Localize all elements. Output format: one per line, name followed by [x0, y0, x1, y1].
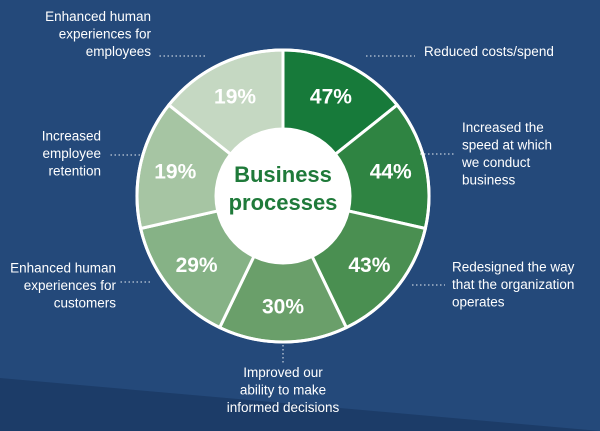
callout-label: informed decisions	[227, 400, 340, 415]
center-label: Business	[234, 162, 332, 187]
slice-value-label: 30%	[262, 296, 304, 319]
callout-label: customers	[54, 296, 117, 311]
callout-label: speed at which	[462, 137, 552, 152]
callout-label: experiences for	[24, 278, 117, 293]
slice-value-label: 43%	[348, 254, 390, 277]
callout-label: employees	[86, 44, 152, 59]
callout-label: Increased	[42, 129, 101, 144]
slice-value-label: 29%	[176, 254, 218, 277]
slice-value-label: 44%	[370, 160, 412, 183]
callout-label: operates	[452, 295, 505, 310]
slice-value-label: 47%	[310, 85, 352, 108]
callout-label: Redesigned the way	[452, 260, 575, 275]
callout-label: Improved our	[243, 365, 323, 380]
center-label: processes	[229, 190, 338, 215]
callout-label: retention	[48, 164, 101, 179]
callout-label: experiences for	[59, 27, 152, 42]
callout-label: business	[462, 172, 516, 187]
callout-label: that the organization	[452, 277, 574, 292]
callout-label: Reduced costs/spend	[424, 44, 554, 59]
slice-value-label: 19%	[214, 85, 256, 108]
slice-value-label: 19%	[154, 160, 196, 183]
background-shade	[0, 378, 600, 431]
donut-outer-ring	[135, 48, 431, 344]
callout-label: employee	[42, 146, 101, 161]
callout-label: Enhanced human	[45, 9, 151, 24]
callout-label: ability to make	[240, 383, 326, 398]
callout-label: Enhanced human	[10, 261, 116, 276]
center-disc	[216, 129, 350, 263]
callout-label: we conduct	[461, 155, 531, 170]
callout-label: Increased the	[462, 120, 544, 135]
